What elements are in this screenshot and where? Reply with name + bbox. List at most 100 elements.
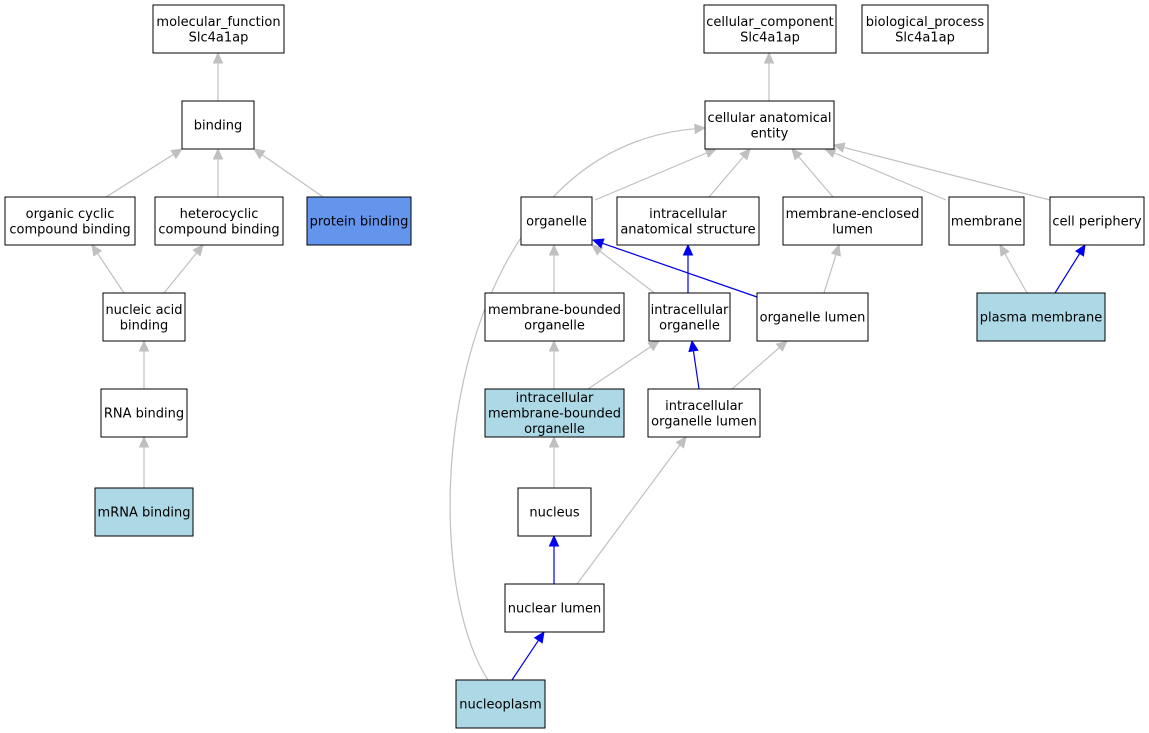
edge-protein_binding-to-binding <box>252 148 324 198</box>
node-cell-periphery[interactable]: cell periphery <box>1049 196 1145 246</box>
edge-line <box>576 444 681 585</box>
edge-line <box>823 254 837 294</box>
edge-membrane-to-cae <box>823 148 947 201</box>
node-box <box>94 487 194 537</box>
node-label: organelle lumen <box>760 311 866 326</box>
nodes-layer: molecular_functionSlc4a1apbindingorganic… <box>4 4 1145 729</box>
node-nucleoplasm[interactable]: nucleoplasm <box>455 679 546 729</box>
node-box <box>948 196 1025 246</box>
edge-arrowhead <box>192 244 204 257</box>
edge-nuclear_lumen-to-nucleus <box>548 534 560 584</box>
node-box <box>102 292 186 342</box>
node-label: compound binding <box>9 222 130 237</box>
edge-line <box>587 346 652 390</box>
edge-arrowhead <box>138 339 150 352</box>
node-label: lumen <box>832 222 873 237</box>
node-box <box>517 487 592 537</box>
edge-arrowhead <box>704 148 718 158</box>
node-nuclear-lumen[interactable]: nuclear lumen <box>504 583 605 633</box>
node-label: organelle <box>659 318 720 333</box>
edge-imbo-to-mbo <box>548 339 560 389</box>
edge-cell_periphery-to-cae <box>832 142 1051 201</box>
node-label: plasma membrane <box>980 311 1103 326</box>
node-nucleus[interactable]: nucleus <box>517 487 592 537</box>
node-label: compound binding <box>158 222 279 237</box>
edge-line <box>1054 253 1081 294</box>
node-label: intracellular <box>665 399 743 414</box>
edge-ol-to-mel <box>823 243 841 294</box>
edge-io-to-organelle <box>591 244 658 296</box>
edge-cae-to-cellular_component <box>763 51 775 101</box>
edge-heterocyclic-to-binding <box>212 147 224 197</box>
node-mrna-binding[interactable]: mRNA binding <box>94 487 194 537</box>
edge-arrowhead <box>170 148 184 160</box>
node-label: RNA binding <box>104 407 184 422</box>
node-label: cellular_component <box>706 15 834 30</box>
node-label: nuclear lumen <box>508 602 601 617</box>
edge-line <box>1004 253 1028 294</box>
node-label: organelle lumen <box>651 414 757 429</box>
node-box <box>756 292 869 342</box>
edge-plasma_membrane-to-membrane <box>999 243 1028 294</box>
node-label: Slc4a1ap <box>740 30 800 45</box>
edge-line <box>261 154 324 198</box>
edge-rna_binding-to-nucleic_acid <box>138 339 150 389</box>
node-label: molecular_function <box>156 15 280 30</box>
node-label: entity <box>751 126 789 141</box>
edge-line <box>798 156 834 198</box>
node-protein-binding[interactable]: protein binding <box>306 196 412 246</box>
node-box <box>648 292 731 342</box>
edge-arrowhead <box>739 148 751 161</box>
node-box <box>703 4 837 54</box>
edge-arrowhead <box>591 244 604 256</box>
edge-arrowhead <box>830 243 841 257</box>
edge-arrowhead <box>647 340 661 352</box>
edge-arrowhead <box>763 51 775 64</box>
node-box <box>616 196 760 246</box>
node-label: cellular anatomical <box>708 111 832 126</box>
node-box <box>306 196 412 246</box>
node-label: nucleus <box>529 506 579 521</box>
node-box <box>861 4 989 54</box>
node-label: intracellular <box>649 207 727 222</box>
node-label: organic cyclic <box>26 207 115 222</box>
edge-line <box>708 156 744 198</box>
edge-organic_cyclic-to-binding <box>105 148 184 198</box>
node-box <box>181 100 255 150</box>
node-plasma-membrane[interactable]: plasma membrane <box>976 292 1106 342</box>
node-label: binding <box>194 119 242 134</box>
edge-arrowhead <box>548 243 560 256</box>
edge-arrowhead <box>999 243 1010 257</box>
node-label: membrane-bounded <box>488 303 621 318</box>
node-binding[interactable]: binding <box>181 100 255 150</box>
node-label: membrane-bounded <box>488 407 621 422</box>
edge-arrowhead <box>832 142 846 153</box>
edge-arrowhead <box>138 435 150 448</box>
node-label: intracellular <box>516 391 594 406</box>
edge-line <box>594 152 708 201</box>
node-rna-binding[interactable]: RNA binding <box>100 388 188 438</box>
node-box <box>504 583 605 633</box>
edge-arrowhead <box>688 339 699 353</box>
edge-arrowhead <box>823 148 837 158</box>
edge-mbo-to-organelle <box>548 243 560 293</box>
node-box <box>782 196 923 246</box>
node-label: organelle <box>524 318 585 333</box>
node-ol[interactable]: organelle lumen <box>756 292 869 342</box>
node-membrane[interactable]: membrane <box>948 196 1025 246</box>
node-organelle[interactable]: organelle <box>520 196 593 246</box>
